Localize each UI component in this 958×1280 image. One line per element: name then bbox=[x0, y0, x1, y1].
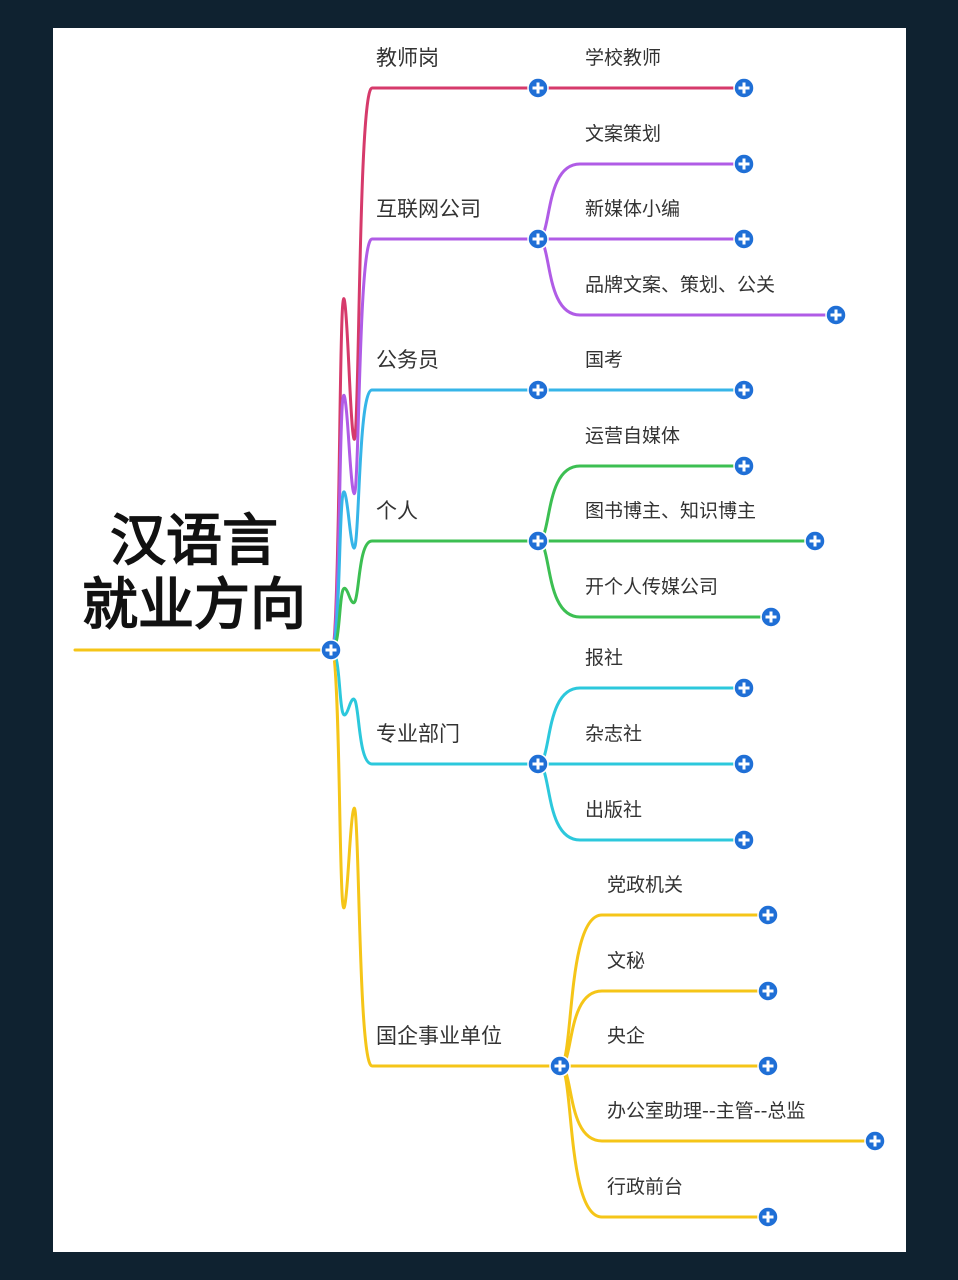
subtopic-label: 文秘 bbox=[607, 950, 646, 972]
plus-circle-icon[interactable] bbox=[733, 77, 755, 99]
subtopic-label: 报社 bbox=[585, 647, 624, 669]
plus-circle-icon[interactable] bbox=[527, 77, 549, 99]
root-title-line-1: 汉语言 bbox=[110, 509, 278, 574]
subtopic-label: 学校教师 bbox=[585, 47, 662, 69]
plus-circle-icon[interactable] bbox=[527, 379, 549, 401]
plus-circle-icon[interactable] bbox=[757, 1055, 779, 1077]
plus-circle-icon[interactable] bbox=[757, 904, 779, 926]
child-connector-5-1 bbox=[558, 989, 770, 1068]
plus-circle-icon[interactable] bbox=[320, 639, 342, 661]
subtopic-label: 新媒体小编 bbox=[585, 198, 681, 220]
subtopic-label: 党政机关 bbox=[607, 874, 684, 896]
plus-circle-icon[interactable] bbox=[804, 530, 826, 552]
subtopic-label: 文案策划 bbox=[585, 123, 662, 145]
subtopic-label: 品牌文案、策划、公关 bbox=[585, 274, 776, 296]
plus-circle-icon[interactable] bbox=[733, 753, 755, 775]
subtopic-label: 出版社 bbox=[585, 799, 643, 821]
plus-circle-icon[interactable] bbox=[733, 228, 755, 250]
subtopic-label: 行政前台 bbox=[607, 1176, 684, 1198]
mindmap-card bbox=[53, 28, 906, 1252]
subtopic-label: 运营自媒体 bbox=[585, 425, 681, 447]
plus-circle-icon[interactable] bbox=[757, 1206, 779, 1228]
plus-circle-icon[interactable] bbox=[733, 455, 755, 477]
subtopic-label: 央企 bbox=[607, 1025, 646, 1047]
plus-circle-icon[interactable] bbox=[527, 530, 549, 552]
branch-label: 专业部门 bbox=[376, 722, 460, 746]
plus-circle-icon[interactable] bbox=[733, 379, 755, 401]
subtopic-label: 图书博主、知识博主 bbox=[585, 500, 757, 522]
plus-circle-icon[interactable] bbox=[733, 153, 755, 175]
subtopic-label: 开个人传媒公司 bbox=[585, 576, 719, 598]
subtopic-label: 办公室助理--主管--总监 bbox=[607, 1100, 806, 1122]
branch-label: 国企事业单位 bbox=[376, 1024, 502, 1048]
branch-connector-5 bbox=[329, 648, 562, 1068]
root-title-line-2: 就业方向 bbox=[82, 573, 306, 638]
plus-circle-icon[interactable] bbox=[733, 829, 755, 851]
branch-label: 互联网公司 bbox=[376, 197, 481, 221]
plus-circle-icon[interactable] bbox=[733, 677, 755, 699]
branch-connector-4 bbox=[329, 648, 540, 766]
plus-circle-icon[interactable] bbox=[549, 1055, 571, 1077]
root-topic: 汉语言 就业方向 bbox=[68, 510, 320, 638]
branch-label: 教师岗 bbox=[376, 46, 439, 70]
plus-circle-icon[interactable] bbox=[760, 606, 782, 628]
plus-circle-icon[interactable] bbox=[757, 980, 779, 1002]
subtopic-label: 国考 bbox=[585, 349, 624, 371]
branch-label: 个人 bbox=[376, 499, 418, 523]
subtopic-label: 杂志社 bbox=[585, 723, 643, 745]
branch-connector-2 bbox=[329, 388, 540, 652]
plus-circle-icon[interactable] bbox=[864, 1130, 886, 1152]
branch-connector-3 bbox=[329, 539, 540, 652]
plus-circle-icon[interactable] bbox=[527, 753, 549, 775]
plus-circle-icon[interactable] bbox=[825, 304, 847, 326]
plus-circle-icon[interactable] bbox=[527, 228, 549, 250]
branch-label: 公务员 bbox=[376, 348, 439, 372]
